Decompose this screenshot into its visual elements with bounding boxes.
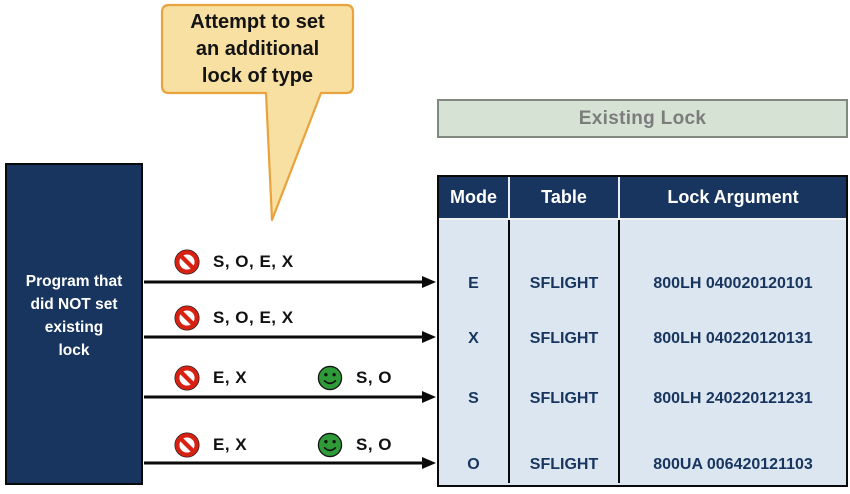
- attempt-row: E, X S, O: [143, 430, 443, 460]
- mode-cell: X: [468, 330, 479, 347]
- speech-bubble-shape: [160, 3, 355, 222]
- table-cell: SFLIGHT: [529, 390, 599, 407]
- callout-line: lock of type: [201, 64, 314, 87]
- lock-table-body: E X S O SFLIGHT SFLIGHT SFLIGHT SFLIGHT …: [439, 220, 846, 483]
- denied-modes-label: S, O, E, X: [213, 308, 294, 327]
- attempt-row: S, O, E, X: [143, 303, 443, 333]
- mode-cell: O: [467, 456, 480, 473]
- column-header-lock-argument: Lock Argument: [667, 187, 799, 207]
- column-header-table: Table: [510, 177, 620, 218]
- denied-modes-label: E, X: [213, 435, 248, 454]
- callout: Attempt to set an additional lock of typ…: [162, 6, 353, 92]
- program-box-line: existing: [44, 319, 104, 336]
- program-box-line: did NOT set: [30, 296, 118, 313]
- allowed-modes-label: S, O: [356, 368, 393, 387]
- prohibition-icon: [174, 432, 200, 458]
- lock-argument-cell: 800LH 040020120101: [653, 275, 813, 292]
- lock-argument-cell: 800LH 240220121231: [653, 390, 813, 407]
- prohibition-icon: [174, 305, 200, 331]
- attempt-row: S, O, E, X: [143, 247, 443, 277]
- table-column: SFLIGHT SFLIGHT SFLIGHT SFLIGHT: [510, 220, 620, 483]
- existing-lock-title-bar: Existing Lock: [437, 99, 848, 138]
- program-box-line: Program that: [25, 273, 123, 290]
- program-box-line: lock: [58, 342, 90, 359]
- allowed-modes-label: S, O: [356, 435, 393, 454]
- program-box: Program that did NOT set existing lock: [5, 163, 143, 485]
- smiley-icon: [317, 365, 343, 391]
- prohibition-icon: [174, 249, 200, 275]
- lock-argument-cell: 800UA 006420121103: [653, 456, 813, 473]
- attempt-row: E, X S, O: [143, 363, 443, 393]
- table-cell: SFLIGHT: [529, 330, 599, 347]
- table-cell: SFLIGHT: [529, 275, 599, 292]
- callout-line: an additional: [195, 37, 320, 60]
- existing-lock-title: Existing Lock: [578, 107, 707, 129]
- column-header-mode: Mode: [439, 177, 510, 218]
- denied-modes-label: E, X: [213, 368, 248, 387]
- mode-column: E X S O: [439, 220, 510, 483]
- prohibition-icon: [174, 365, 200, 391]
- smiley-icon: [317, 432, 343, 458]
- lock-argument-cell: 800LH 040220120131: [653, 330, 813, 347]
- lock-table: Mode Table Lock Argument E X S O SFLIGHT…: [437, 175, 848, 487]
- lock-argument-column: 800LH 040020120101 800LH 040220120131 80…: [620, 220, 846, 483]
- flow-arrows: [144, 276, 436, 469]
- denied-modes-label: S, O, E, X: [213, 252, 294, 271]
- lock-table-header: Mode Table Lock Argument: [439, 177, 846, 220]
- mode-cell: S: [468, 390, 479, 407]
- callout-line: Attempt to set: [190, 10, 325, 33]
- mode-cell: E: [468, 275, 479, 292]
- table-cell: SFLIGHT: [529, 456, 599, 473]
